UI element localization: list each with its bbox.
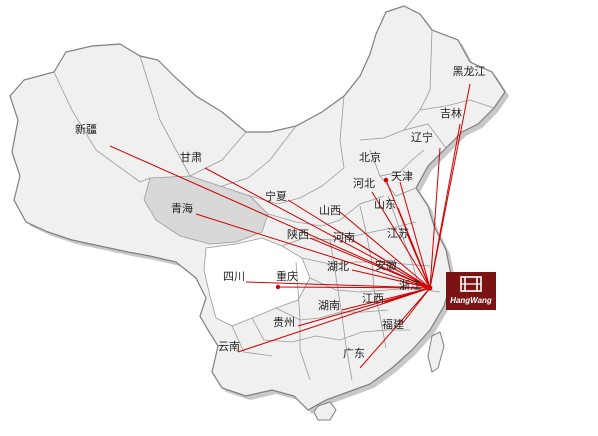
route-line <box>407 235 431 289</box>
hangwang-logo-icon <box>460 276 482 292</box>
province-label: 河南 <box>333 231 355 244</box>
province-border <box>379 149 425 177</box>
province-border <box>295 261 311 381</box>
province-label: 湖北 <box>327 260 349 273</box>
province-label: 吉林 <box>440 106 462 120</box>
province-border <box>231 325 273 357</box>
province-label: 贵州 <box>273 316 295 329</box>
hub-dot <box>427 285 433 291</box>
province-border <box>359 205 387 349</box>
delivery-routes <box>109 83 471 369</box>
province-label: 河北 <box>353 177 375 190</box>
province-label: 安徽 <box>375 258 397 272</box>
route-line <box>399 181 431 289</box>
province-border <box>329 239 353 381</box>
taiwan-island <box>427 331 445 373</box>
hangwang-logo: HangWang <box>446 272 496 310</box>
province-border <box>419 99 495 111</box>
province-label: 广东 <box>343 347 365 360</box>
province-border <box>249 167 345 205</box>
province-border <box>267 195 385 227</box>
province-label: 山东 <box>374 198 396 211</box>
province-border <box>251 317 410 343</box>
province-label: 黑龙江 <box>453 65 486 78</box>
province-label: 云南 <box>218 340 240 353</box>
route-line <box>397 267 431 289</box>
province-label: 甘肃 <box>180 151 202 164</box>
route-line <box>297 287 431 327</box>
province-label: 新疆 <box>75 122 97 136</box>
province-label: 天津 <box>391 170 413 183</box>
route-line <box>341 287 431 311</box>
province-border <box>281 221 417 247</box>
route-line <box>339 211 431 289</box>
province-label: 宁夏 <box>265 189 287 203</box>
route-line <box>359 287 431 369</box>
province-label: 重庆 <box>276 269 298 283</box>
route-line <box>195 213 431 289</box>
route-line <box>309 237 431 289</box>
province-label: 青海 <box>171 201 193 215</box>
route-line <box>429 147 441 289</box>
province-label: 山西 <box>319 204 341 217</box>
route-line <box>204 167 431 289</box>
city-dot <box>275 284 281 290</box>
province-border <box>189 131 247 177</box>
route-line <box>277 286 431 289</box>
route-line <box>245 281 431 289</box>
province-border <box>53 71 151 183</box>
province-label: 辽宁 <box>411 130 433 144</box>
province-label: 福建 <box>382 317 404 331</box>
province-border <box>339 95 345 169</box>
logo-text: HangWang <box>450 296 492 305</box>
route-line <box>237 287 431 353</box>
province-label: 陕西 <box>287 227 309 241</box>
hainan-island <box>313 401 337 421</box>
city-dot <box>383 177 389 183</box>
route-line <box>429 123 461 289</box>
route-line <box>351 269 431 289</box>
province-label: 浙江 <box>399 279 421 292</box>
province-label: 北京 <box>359 150 381 164</box>
province-border <box>221 125 297 187</box>
route-line <box>371 191 431 289</box>
route-line <box>109 145 431 289</box>
province-borders <box>53 29 495 381</box>
province-border <box>403 29 433 131</box>
province-border <box>139 55 191 177</box>
province-border <box>275 307 389 321</box>
province-label: 四川 <box>223 270 245 283</box>
province-label: 江苏 <box>387 227 409 240</box>
province-label: 江西 <box>362 292 384 305</box>
province-label: 湖南 <box>318 299 340 312</box>
